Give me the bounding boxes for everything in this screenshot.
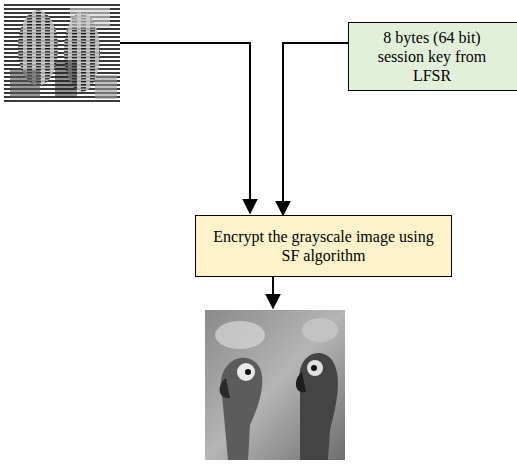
box-text: Encrypt the grayscale image using SF alg… [208,227,439,265]
key-box: 8 bytes (64 bit) session key from LFSR [348,22,517,91]
parrot-image [205,310,345,460]
input-arrow [120,43,250,213]
arrow-connector [283,43,348,215]
process-box: Encrypt the grayscale image using SF alg… [195,215,452,277]
output-arrow [272,277,274,308]
scrambled-image [4,2,120,102]
box-text: 8 bytes (64 bit) session key from LFSR [369,28,495,85]
